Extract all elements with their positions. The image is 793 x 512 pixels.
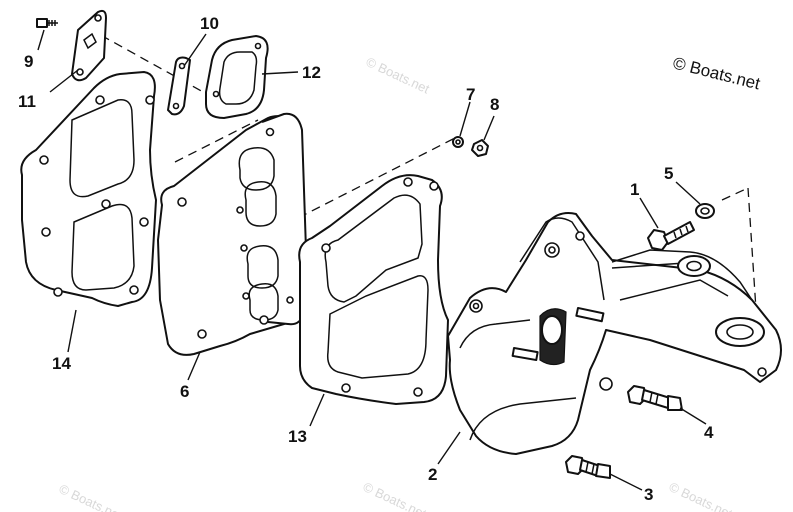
callout-8: 8 xyxy=(490,95,499,114)
washer-part-5 xyxy=(695,203,715,219)
screw-part-9 xyxy=(36,18,58,28)
callout-14: 14 xyxy=(52,354,71,373)
callout-5: 5 xyxy=(664,164,673,183)
stud xyxy=(511,307,605,362)
callout-3: 3 xyxy=(644,485,653,504)
nut-part-8 xyxy=(471,139,489,157)
copyright-text: © Boats.net xyxy=(671,53,762,93)
callouts: 9 11 10 12 7 8 1 5 4 3 2 6 13 14 xyxy=(18,14,714,504)
housing-part-2 xyxy=(447,212,782,455)
gasket-part-13 xyxy=(298,174,449,405)
watermark-text: © Boats.net xyxy=(361,479,429,512)
leader-lines xyxy=(37,29,707,491)
callout-2: 2 xyxy=(428,465,437,484)
callout-6: 6 xyxy=(180,382,189,401)
callout-1: 1 xyxy=(630,180,639,199)
watermark-text: © Boats.net xyxy=(364,54,432,97)
watermark-text: © Boats.net xyxy=(57,481,125,512)
bracket-part-11 xyxy=(71,9,107,82)
cover-gasket-part-12 xyxy=(205,35,269,119)
callout-12: 12 xyxy=(302,63,321,82)
bolt-part-1 xyxy=(647,221,695,251)
callout-11: 11 xyxy=(18,92,36,111)
callout-10: 10 xyxy=(200,14,219,33)
callout-9: 9 xyxy=(24,52,33,71)
strap-part-10 xyxy=(167,56,191,116)
callout-7: 7 xyxy=(466,85,475,104)
callout-4: 4 xyxy=(704,423,714,442)
washer-part-7 xyxy=(452,136,464,148)
gasket-part-14 xyxy=(20,71,157,307)
watermark-text: © Boats.net xyxy=(667,479,735,512)
callout-13: 13 xyxy=(288,427,307,446)
adapter-plate-part-6 xyxy=(157,112,307,356)
bolt-part-4 xyxy=(627,385,683,411)
bolt-part-3 xyxy=(565,455,611,479)
